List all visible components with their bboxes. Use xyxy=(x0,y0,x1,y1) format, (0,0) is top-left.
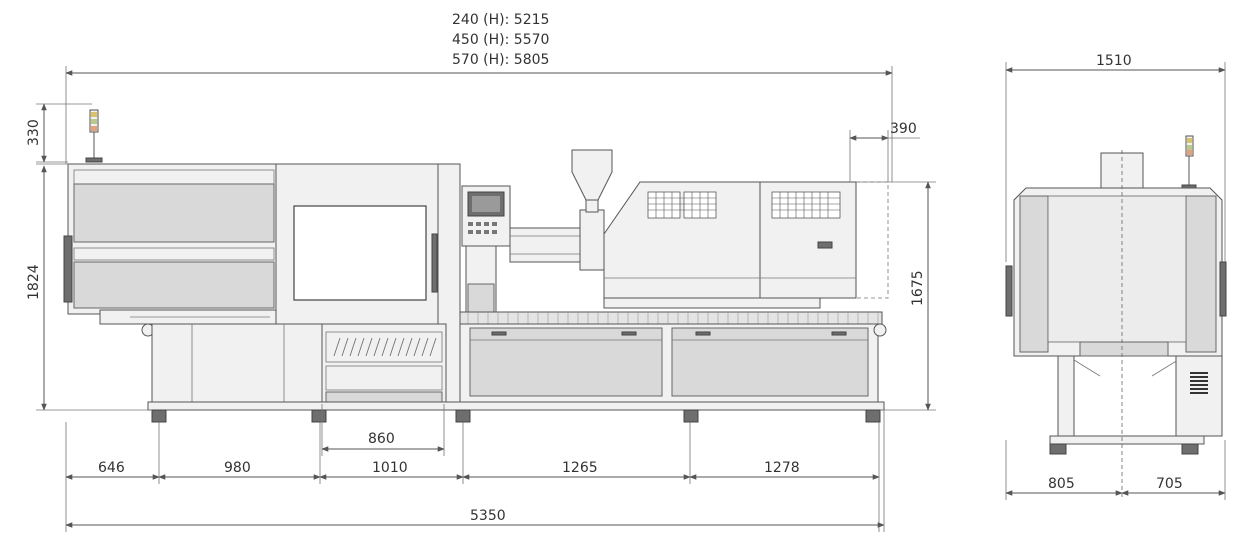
side-vent-icon xyxy=(1190,372,1208,394)
injection-height-label: 1675 xyxy=(910,270,926,306)
total-length-line2: 450 (H): 5570 xyxy=(452,32,549,48)
nozzle-offset-label: 390 xyxy=(890,121,917,137)
segment-label-4: 1265 xyxy=(562,460,598,476)
vent-grid-left xyxy=(647,191,717,219)
base-length-label: 5350 xyxy=(470,508,506,524)
side-view-machine xyxy=(1005,135,1227,500)
side-view-dimensions: 1510 805 705 xyxy=(1005,53,1226,500)
segment-label-5: 1278 xyxy=(764,460,800,476)
segment-label-2: 980 xyxy=(224,460,251,476)
total-length-line1: 240 (H): 5215 xyxy=(452,12,549,28)
side-signal-lamp-icon xyxy=(1181,135,1197,190)
signal-lamp-icon xyxy=(85,109,103,163)
machine-height-label: 1824 xyxy=(26,264,42,300)
total-length-line3: 570 (H): 5805 xyxy=(452,52,549,68)
machine-feet xyxy=(151,409,881,423)
mold-depth-label: 860 xyxy=(368,431,395,447)
segment-label-3: 1010 xyxy=(372,460,408,476)
lamp-height-label: 330 xyxy=(26,119,42,146)
vent-grid-right xyxy=(771,191,841,219)
side-right-half-label: 705 xyxy=(1156,476,1183,492)
front-view-dimensions: 240 (H): 5215 450 (H): 5570 570 (H): 580… xyxy=(26,12,936,532)
side-left-half-label: 805 xyxy=(1048,476,1075,492)
side-width-label: 1510 xyxy=(1096,53,1132,69)
segment-label-1: 646 xyxy=(98,460,125,476)
front-view-machine xyxy=(63,109,889,423)
